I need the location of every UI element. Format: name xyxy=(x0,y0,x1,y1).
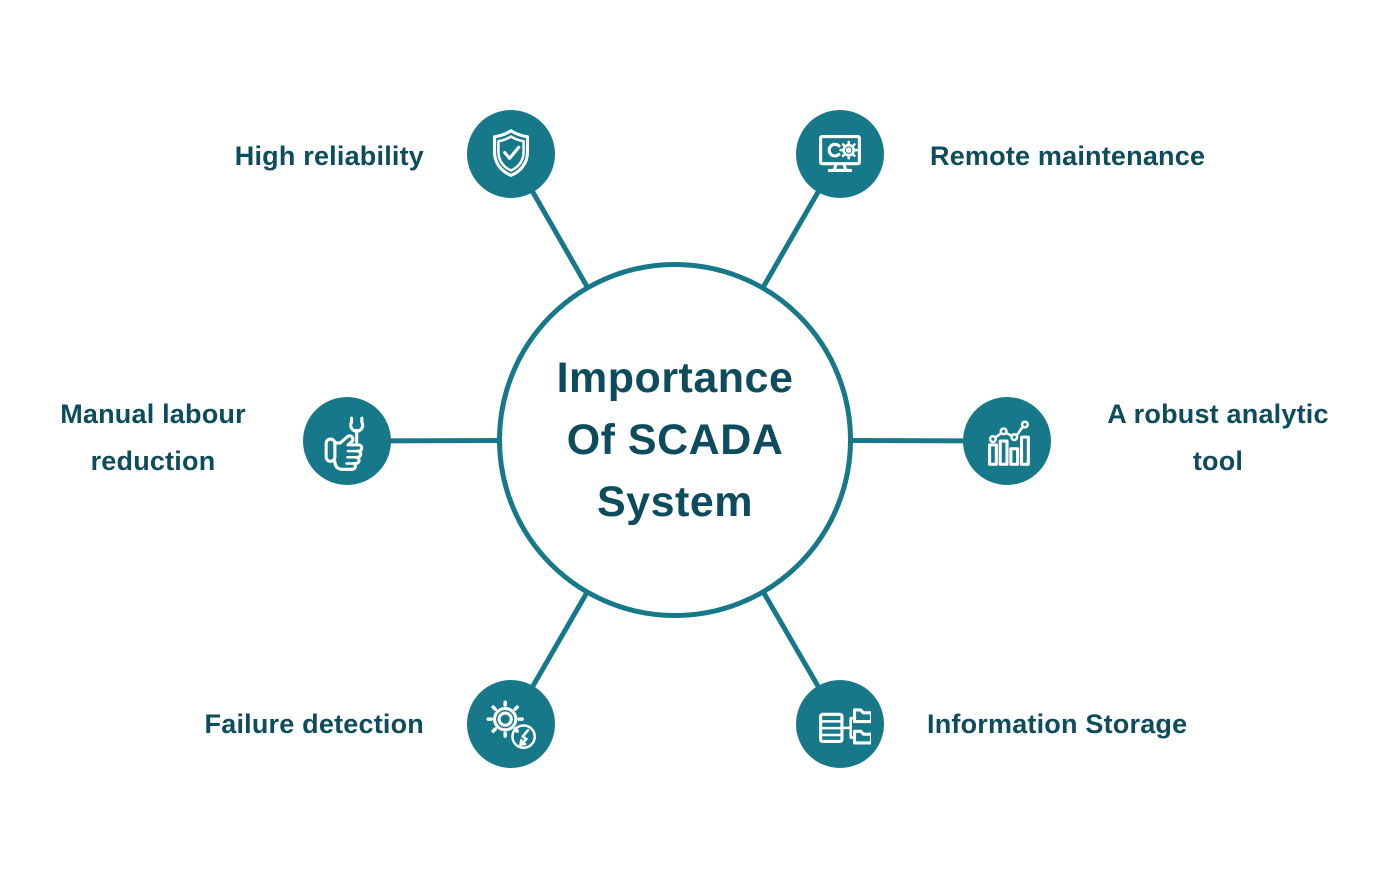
node-remote-maintenance xyxy=(796,110,884,198)
hand-wrench-icon xyxy=(316,410,378,472)
node-failure-detection xyxy=(467,680,555,768)
node-label-manual-labour-reduction: Manual labour reduction xyxy=(60,399,246,476)
node-label-remote-maintenance: Remote maintenance xyxy=(930,141,1206,171)
bar-chart-trend-icon xyxy=(976,410,1038,472)
node-manual-labour-reduction xyxy=(303,397,391,485)
node-label-information-storage: Information Storage xyxy=(927,709,1188,739)
diagram-title-line: System xyxy=(597,478,753,526)
center-title-circle: Importance Of SCADA System xyxy=(497,262,853,618)
node-label-failure-detection: Failure detection xyxy=(204,709,424,739)
database-folders-icon xyxy=(809,693,871,755)
node-information-storage xyxy=(796,680,884,768)
node-label-robust-analytic-tool: A robust analytic tool xyxy=(1107,399,1329,476)
diagram-title-line: Importance xyxy=(556,354,794,402)
gear-fault-icon xyxy=(480,693,542,755)
monitor-tools-icon xyxy=(809,123,871,185)
node-robust-analytic-tool xyxy=(963,397,1051,485)
node-label-high-reliability: High reliability xyxy=(234,141,424,171)
shield-check-icon xyxy=(480,123,542,185)
diagram-title-line: Of SCADA xyxy=(566,416,784,464)
node-high-reliability xyxy=(467,110,555,198)
